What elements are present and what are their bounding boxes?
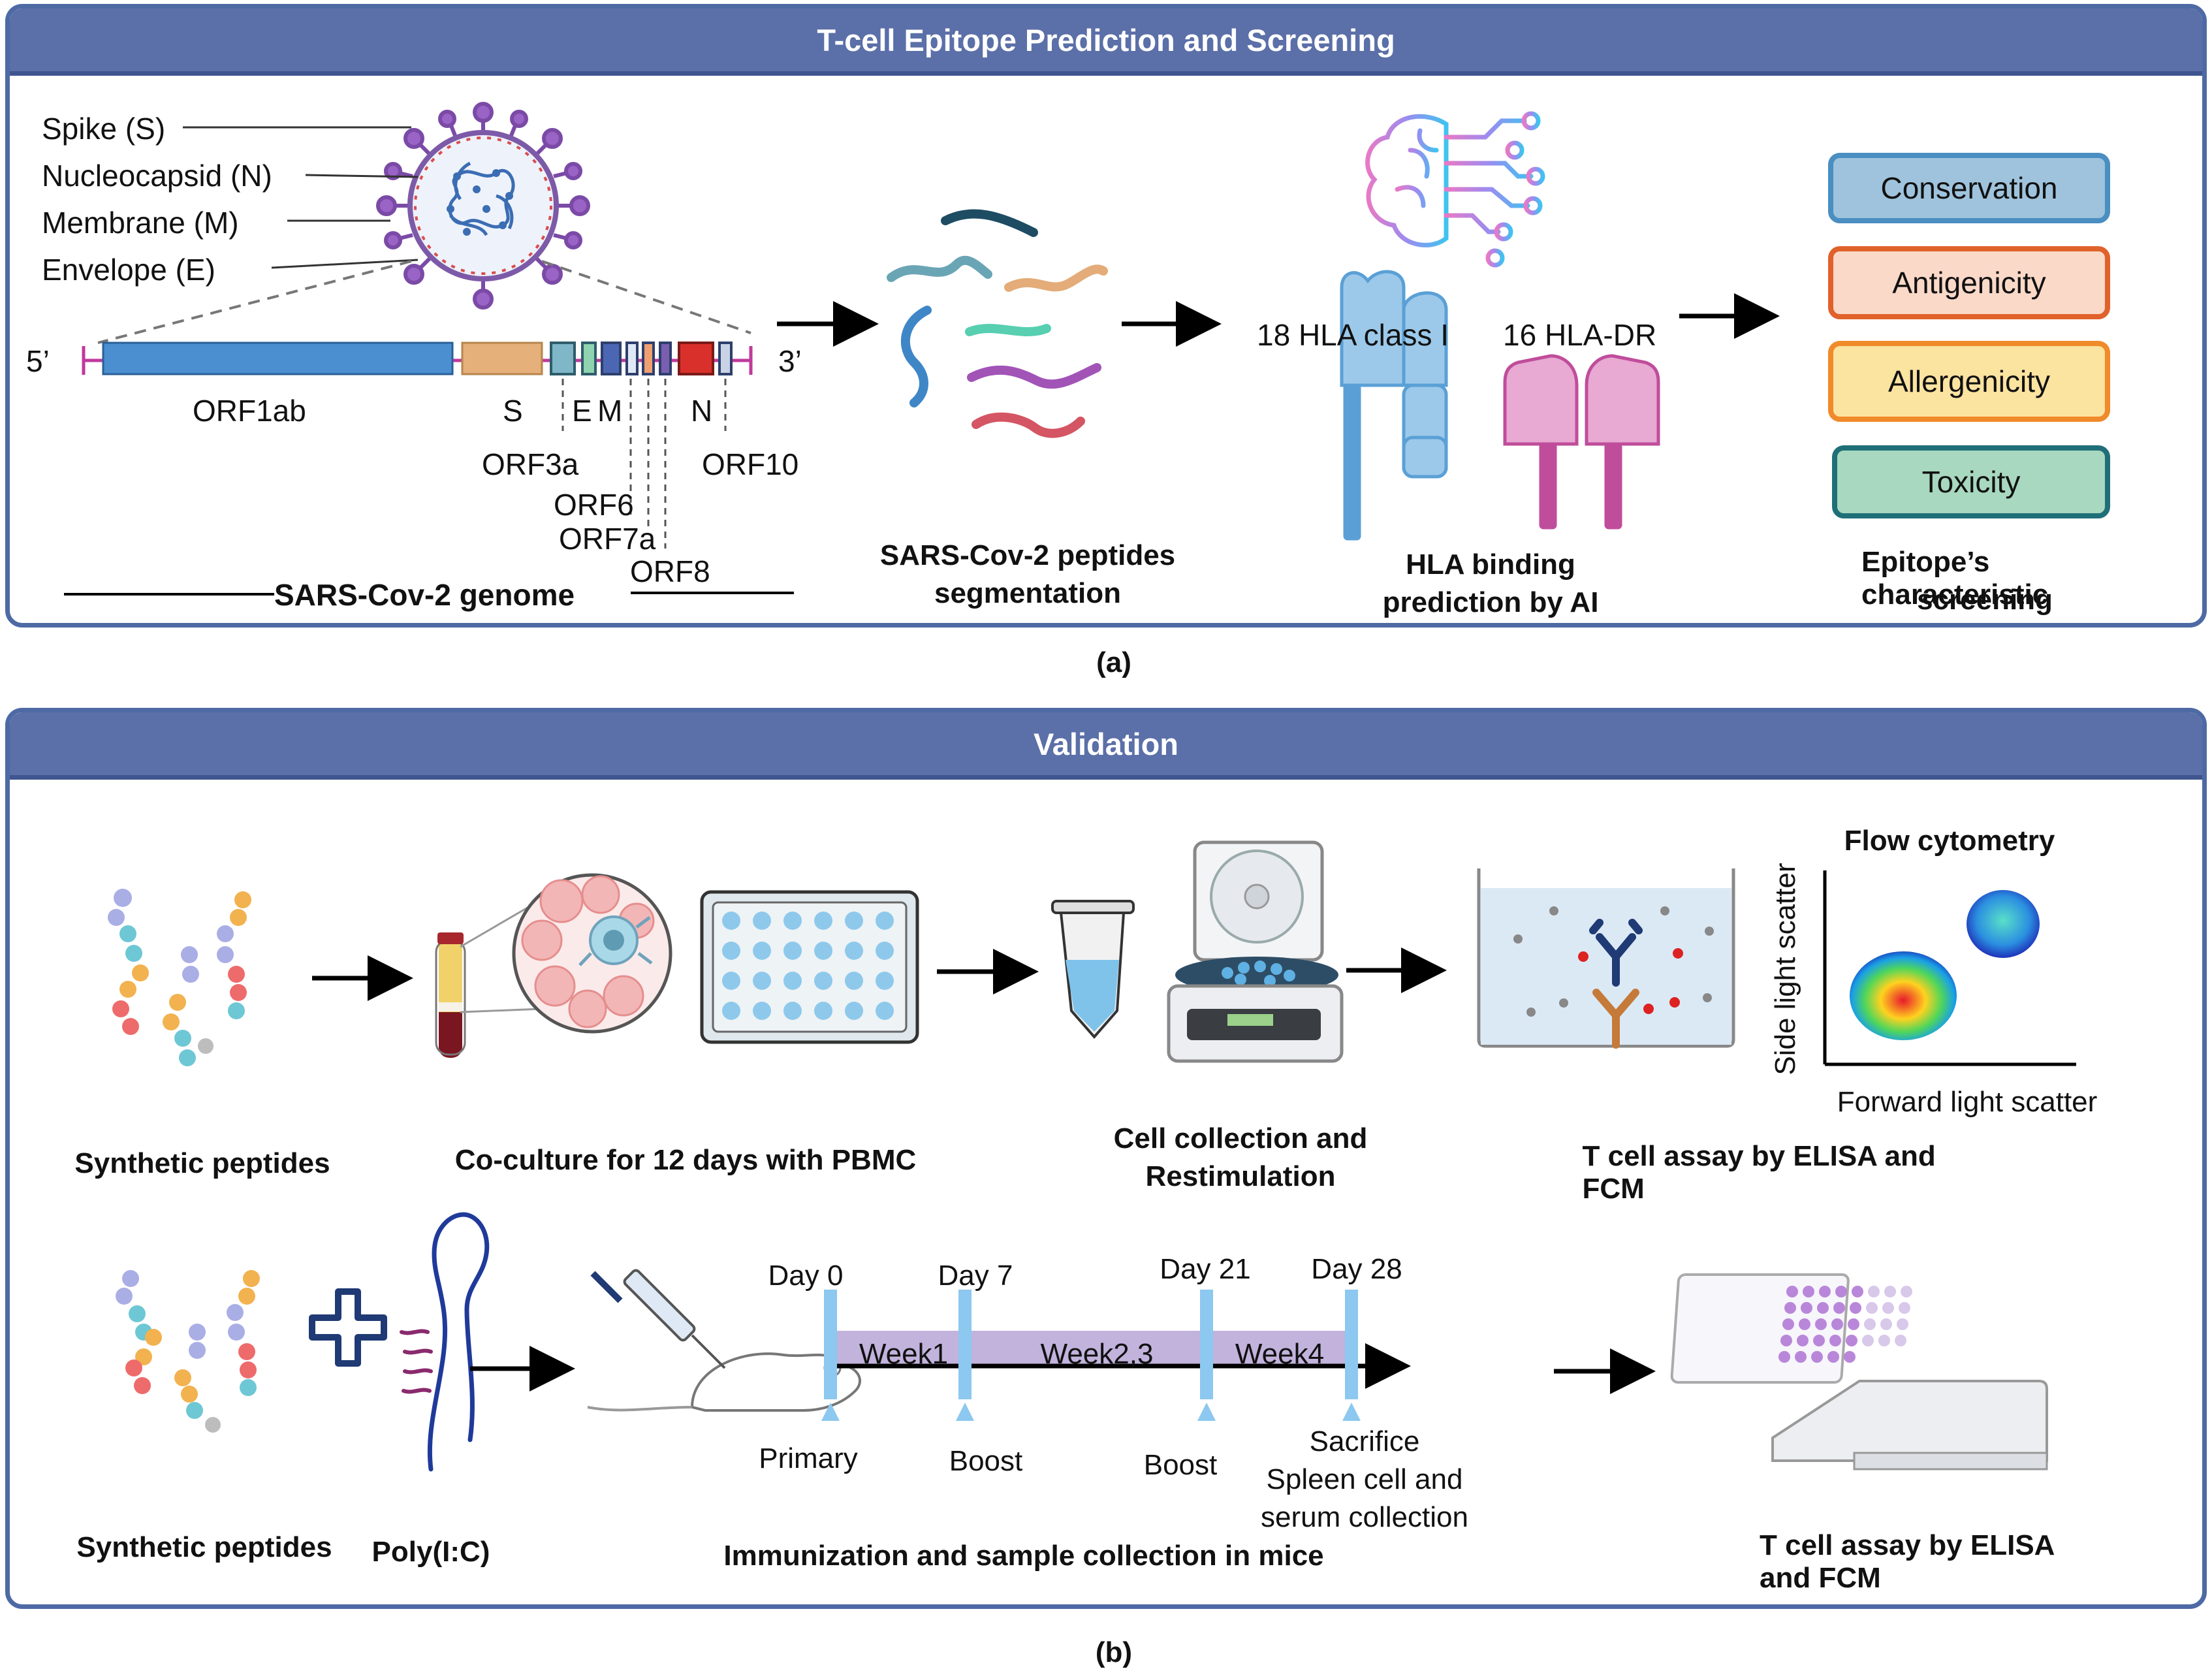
- day-21-label: Day 21: [1160, 1253, 1251, 1285]
- week-1-label: Week1: [859, 1338, 949, 1370]
- hla-class-i-label: 18 HLA class I: [1257, 318, 1449, 352]
- pbmc-coculture-icon: [512, 873, 672, 1034]
- sacrifice-detail-line2: serum collection: [1261, 1501, 1468, 1533]
- orf6-label: ORF6: [554, 488, 634, 522]
- virus-label-leaders: [183, 126, 419, 269]
- label-membrane: Membrane (M): [42, 206, 239, 240]
- syringe-icon: [590, 1269, 726, 1369]
- orf10-label: ORF10: [702, 447, 799, 481]
- orf1ab-label: ORF1ab: [193, 394, 306, 428]
- coculture-label: Co-culture for 12 days with PBMC: [454, 1144, 917, 1176]
- collection-caption-line1: Cell collection and: [1113, 1122, 1368, 1154]
- flow-y-axis-label: Side light scatter: [1769, 863, 1801, 1075]
- day-0-label: Day 0: [768, 1260, 844, 1292]
- genome-caption: SARS-Cov-2 genome: [274, 578, 575, 612]
- orf8-label: ORF8: [630, 554, 710, 588]
- immunization-caption: Immunization and sample collection in mi…: [723, 1540, 1324, 1572]
- event-primary-label: Primary: [759, 1442, 858, 1474]
- genome-leaders: [561, 379, 727, 548]
- hla-caption-line1: HLA binding: [1406, 548, 1575, 580]
- sacrifice-detail-line1: Spleen cell and: [1266, 1463, 1463, 1495]
- zoom-lines: [97, 260, 751, 344]
- eppendorf-tube-icon: [1051, 900, 1135, 1040]
- centrifuge-icon: [1167, 840, 1344, 1063]
- five-prime-label: 5’: [26, 344, 50, 378]
- tcell-assay-label-1: T cell assay by ELISA and FCM: [1582, 1140, 1936, 1205]
- flow-x-axis-label: Forward light scatter: [1837, 1086, 2098, 1118]
- polyic-rna-icon: [400, 1212, 490, 1472]
- flow-arrows-b2: [470, 1346, 1656, 1394]
- peptides-caption-line2: segmentation: [934, 577, 1122, 609]
- panel-a-title: T-cell Epitope Prediction and Screening: [10, 8, 2202, 76]
- label-spike: Spike (S): [42, 112, 166, 146]
- day-28-label: Day 28: [1311, 1253, 1402, 1285]
- immunization-timeline: [821, 1290, 1411, 1421]
- event-sacrifice-label: Sacrifice: [1309, 1425, 1420, 1457]
- antigenicity-box: Antigenicity: [1828, 246, 2110, 319]
- conservation-label: Conservation: [1880, 171, 2058, 205]
- hla-dr-label: 16 HLA-DR: [1503, 318, 1657, 352]
- orf7a-label: ORF7a: [559, 522, 656, 556]
- hla-class-i-receptor-icon: [1340, 270, 1448, 541]
- three-prime-label: 3’: [778, 344, 802, 378]
- tcell-assay-label-2: T cell assay by ELISA and FCM: [1760, 1529, 2054, 1594]
- label-envelope: Envelope (E): [42, 253, 215, 287]
- peptide-fragments-icon: [887, 209, 1108, 438]
- plate-reader-icon: [1670, 1273, 2048, 1470]
- synthetic-peptides-icon: [108, 889, 251, 1066]
- well-plate-icon: [700, 890, 919, 1044]
- collection-caption-line2: Restimulation: [1145, 1160, 1336, 1192]
- s-gene-label: S: [503, 394, 523, 428]
- flow-arrows-b1: [312, 947, 1447, 1001]
- toxicity-box: Toxicity: [1832, 445, 2110, 518]
- m-gene-label: M: [597, 394, 623, 428]
- blood-tube-icon: [435, 932, 466, 1058]
- screening-caption-line1: Epitope’s characteristic: [1861, 546, 2049, 611]
- hla-caption-line2: prediction by AI: [1382, 586, 1599, 618]
- panel-b-title: Validation: [10, 712, 2202, 780]
- toxicity-label: Toxicity: [1921, 465, 2021, 499]
- week-2-3-label: Week2,3: [1040, 1338, 1154, 1370]
- plus-icon: [309, 1288, 387, 1367]
- coronavirus-icon: [376, 102, 590, 310]
- event-boost-1-label: Boost: [949, 1445, 1023, 1477]
- ai-brain-icon: [1365, 111, 1545, 268]
- allergenicity-label: Allergenicity: [1888, 364, 2050, 398]
- hla-dr-receptor-icon: [1503, 354, 1660, 530]
- synthetic-peptides-label: Synthetic peptides: [74, 1147, 330, 1179]
- synthetic-peptides-label-2: Synthetic peptides: [76, 1531, 332, 1563]
- genome-bar: [82, 342, 753, 375]
- figure-label-a: (a): [1096, 646, 1131, 678]
- flow-cytometry-title: Flow cytometry: [1844, 825, 2055, 857]
- label-nucleocapsid: Nucleocapsid (N): [42, 159, 272, 193]
- figure-label-b: (b): [1095, 1636, 1133, 1668]
- e-gene-label: E: [572, 394, 592, 428]
- week-4-label: Week4: [1235, 1338, 1325, 1370]
- allergenicity-box: Allergenicity: [1828, 341, 2110, 422]
- flow-arrows-a: [777, 293, 1780, 347]
- orf3a-label: ORF3a: [482, 447, 579, 481]
- conservation-box: Conservation: [1828, 153, 2110, 223]
- n-gene-label: N: [691, 394, 713, 428]
- antigenicity-label: Antigenicity: [1892, 266, 2046, 300]
- screening-caption-line2: screening: [1917, 584, 2053, 616]
- day-7-label: Day 7: [938, 1260, 1013, 1292]
- polyic-label: Poly(I:C): [371, 1536, 490, 1568]
- peptides-caption-line1: SARS-Cov-2 peptides: [879, 539, 1176, 571]
- event-boost-2-label: Boost: [1143, 1449, 1218, 1481]
- elisa-well-icon: [1477, 868, 1735, 1049]
- flow-cytometry-plot: [1823, 870, 2076, 1066]
- mouse-icon: [587, 1352, 862, 1412]
- synthetic-peptides-icon-2: [116, 1270, 260, 1433]
